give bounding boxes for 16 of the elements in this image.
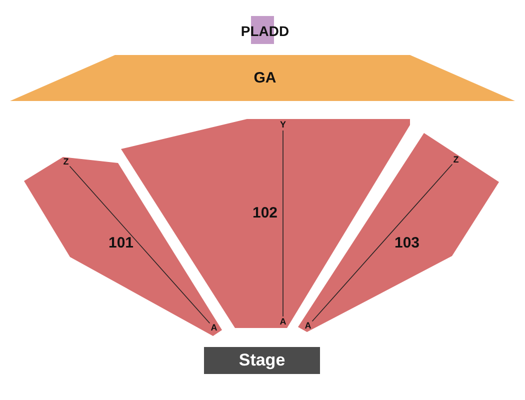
row-line xyxy=(282,130,284,317)
section-label: GA xyxy=(254,70,276,86)
row-label: A xyxy=(280,318,286,326)
stage-label: Stage xyxy=(238,352,286,368)
row-line xyxy=(312,164,453,322)
section-label: 102 xyxy=(252,206,278,220)
row-label: A xyxy=(210,324,218,332)
row-label: Z xyxy=(453,156,459,164)
section-label: PLADD xyxy=(240,24,290,38)
row-label: A xyxy=(304,322,312,330)
row-label: Z xyxy=(63,158,69,166)
stage-platform xyxy=(204,347,320,374)
section-label: 103 xyxy=(394,236,420,250)
row-line xyxy=(69,166,210,324)
section-label: 101 xyxy=(108,236,134,250)
row-label: Y xyxy=(280,120,286,130)
